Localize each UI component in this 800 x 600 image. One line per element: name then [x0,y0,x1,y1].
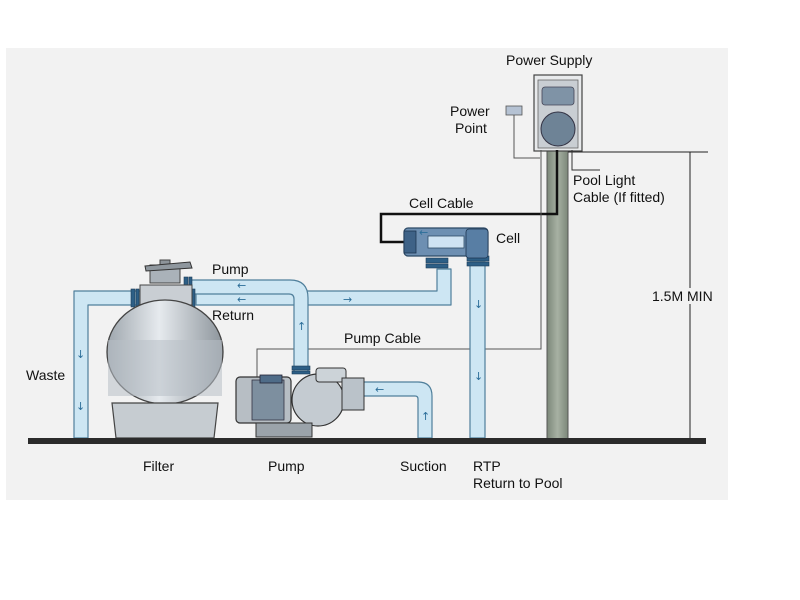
label-pump-bottom: Pump [268,458,305,474]
label-filter: Filter [143,458,175,474]
chlorinator-cell [403,227,489,259]
arrow-icon: ← [375,383,384,396]
arrow-icon: ↓ [76,348,85,361]
ground-line [28,438,706,444]
arrow-icon: ← [419,226,428,239]
cell-cable [379,150,559,244]
label-rtp-1: RTP [473,458,501,474]
label-return: Return [212,307,255,323]
arrow-icon: ← [237,293,246,306]
label-pump-cable: Pump Cable [344,330,422,346]
pump-cable [256,150,542,380]
label-cell: Cell [496,230,521,246]
arrow-icon: ↓ [76,400,85,413]
return-pipe [195,268,452,306]
rtp-pipe [469,261,486,439]
arrow-icon: ↓ [474,370,483,383]
label-suction: Suction [400,458,447,474]
label-rtp-2: Return to Pool [473,475,563,491]
label-power-point-1: Power [450,103,490,119]
label-pump-top: Pump [212,261,249,277]
label-waste: Waste [26,367,66,383]
label-power-supply: Power Supply [506,52,593,68]
sand-filter [106,259,224,439]
arrow-icon: ← [237,279,246,292]
arrow-icon: ↓ [474,298,483,311]
power-point-socket [505,105,540,159]
pool-light-cable [571,150,600,171]
arrow-icon: ↑ [297,320,306,333]
arrow-icon: ↑ [421,410,430,423]
arrow-icon: → [343,293,352,306]
flow-arrows: ↓ ↓ ← ← → ↑ ↓ ↓ ← ↑ ← [76,226,483,423]
label-power-point-2: Point [455,120,487,136]
label-cell-cable: Cell Cable [409,195,474,211]
label-height: 1.5M MIN [652,288,713,304]
label-pool-light-1: Pool Light [573,172,636,188]
power-supply-unit [533,74,583,152]
pool-pump [235,367,365,438]
label-pool-light-2: Cable (If fitted) [573,189,665,205]
